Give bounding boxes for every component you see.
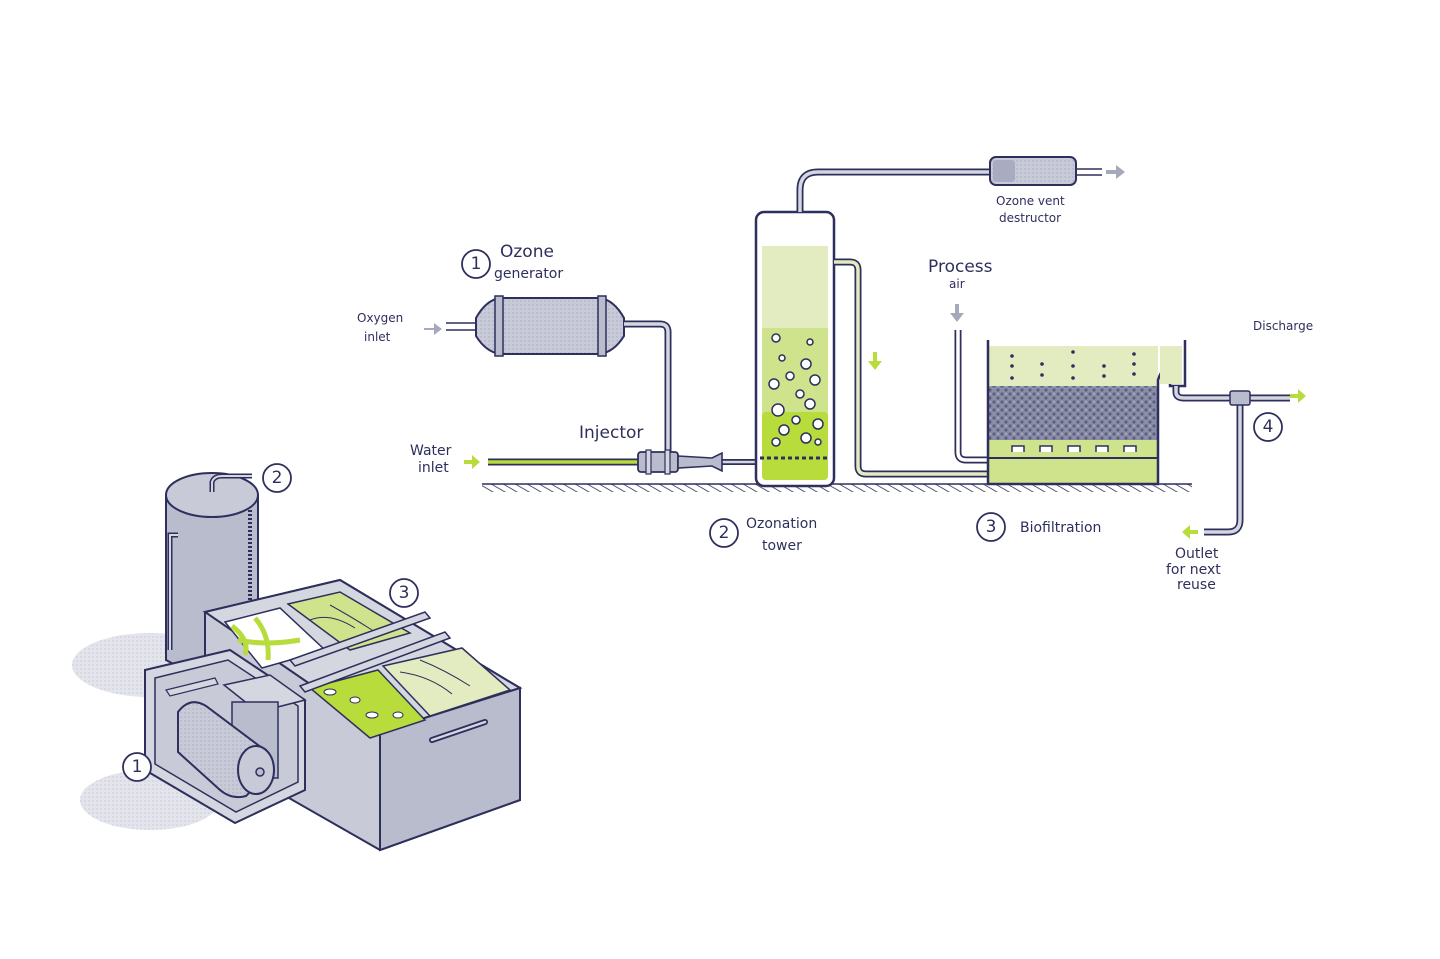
iso-callout-3: 3 [389,578,419,608]
injector-label: Injector [579,423,643,443]
svg-text:4: 4 [1263,417,1274,437]
process-air-pipe [954,330,990,464]
water-inlet-label-1: Water [410,443,452,459]
oxygen-inlet-arrow-icon [424,323,442,335]
outlet-label-1: Outlet [1175,546,1219,562]
iso-callout-1: 1 [122,752,152,782]
biofiltration-label: Biofiltration [1020,520,1101,536]
oxygen-inlet-label-2: inlet [364,330,391,344]
ozonation-tower [754,168,990,488]
outlet-arrow-icon [1182,525,1198,539]
oxygen-inlet-label-1: Oxygen [357,311,403,325]
water-inlet-label-2: inlet [418,460,449,476]
process-air-arrow-icon [950,304,964,322]
svg-text:2: 2 [272,468,283,488]
svg-text:1: 1 [132,757,143,777]
flow-down-arrow-icon [868,352,882,370]
ozone-generator-label-1: Ozone [500,242,554,262]
svg-text:2: 2 [719,523,730,543]
svg-text:3: 3 [399,583,410,603]
ozone-vent-destructor [989,156,1102,186]
discharge-arrow-icon [1290,389,1306,403]
ozone-generator [446,295,672,460]
injector [637,449,723,475]
ozonation-tower-label-2: tower [762,538,802,554]
outlet-label-2: for next [1166,562,1221,578]
vent-arrow-icon [1106,165,1125,179]
vent-destructor-label-2: destructor [999,211,1061,225]
vent-destructor-label-1: Ozone vent [996,194,1065,208]
isometric-generator-module [144,648,307,825]
water-inlet-arrow-icon [464,455,480,469]
callout-2-tower: 2 [709,518,739,548]
process-air-label-1: Process [928,257,993,277]
svg-text:1: 1 [471,254,482,274]
callout-3-biofiltration: 3 [976,512,1006,542]
outlet-label-3: reuse [1177,577,1216,593]
ozonation-tower-label-1: Ozonation [746,516,817,532]
discharge-label: Discharge [1253,319,1313,333]
svg-text:3: 3 [986,517,997,537]
biofilter [986,340,1290,536]
iso-callout-2: 2 [262,463,292,493]
process-air-label-2: air [949,277,965,291]
callout-4-discharge: 4 [1253,412,1283,442]
callout-1-generator: 1 [461,249,491,279]
ozone-generator-label-2: generator [494,266,563,282]
